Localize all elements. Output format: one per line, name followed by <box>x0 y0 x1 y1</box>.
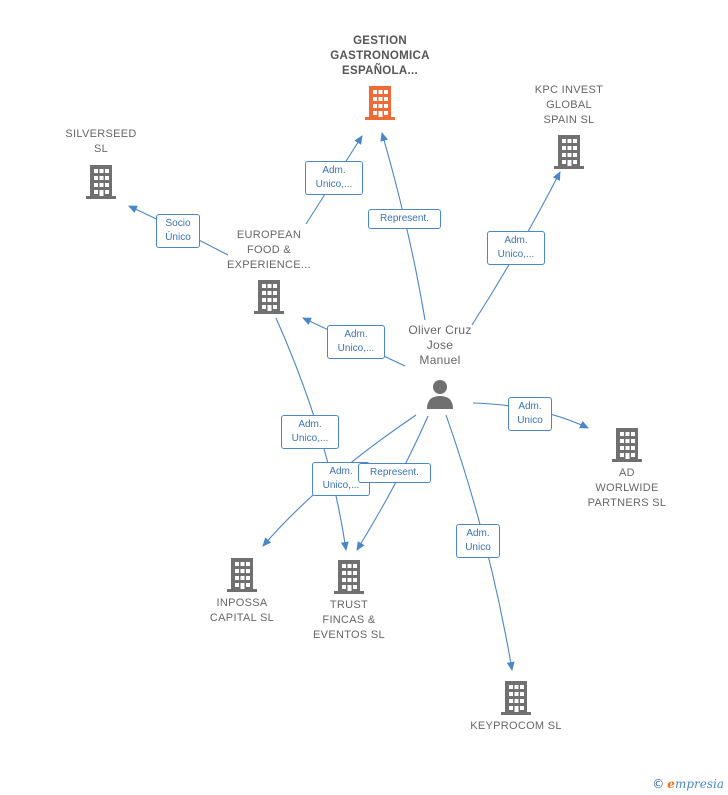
building-icon <box>365 86 395 120</box>
copyright-symbol: © <box>652 777 665 791</box>
building-icon <box>612 428 642 462</box>
node-label: EUROPEAN FOOD & EXPERIENCE... <box>227 229 311 271</box>
brand-footer[interactable]: ©empresia <box>652 777 724 791</box>
edge-label-person-gestion[interactable]: Represent. <box>368 209 441 229</box>
node-label: KEYPROCOM SL <box>470 720 562 732</box>
node-label: Oliver Cruz Jose Manuel <box>408 323 472 367</box>
node-label: TRUST FINCAS & EVENTOS SL <box>313 599 385 641</box>
brand-logo-initial: e <box>667 777 675 791</box>
building-icon <box>86 165 116 199</box>
edge-label-person-kpc[interactable]: Adm. Unico,... <box>487 231 545 265</box>
building-icon <box>334 560 364 594</box>
building-icon <box>501 681 531 715</box>
edge-label-european-silverseed[interactable]: Socio Único <box>156 214 200 248</box>
node-label: AD WORLWIDE PARTNERS SL <box>587 467 667 509</box>
edge-label-person-european[interactable]: Adm. Unico,... <box>327 325 385 359</box>
brand-logo-text: mpresia <box>674 777 724 791</box>
edge-label-person-keyprocom[interactable]: Adm. Unico <box>456 524 500 558</box>
building-icon <box>554 135 584 169</box>
edge-label-european-trust[interactable]: Adm. Unico,... <box>281 415 339 449</box>
building-icon <box>227 558 257 592</box>
node-label: INPOSSA CAPITAL SL <box>209 597 275 624</box>
node-label: KPC INVEST GLOBAL SPAIN SL <box>534 84 604 126</box>
node-label: GESTION GASTRONOMICA ESPAÑOLA... <box>330 35 430 77</box>
node-label: SILVERSEED SL <box>65 128 137 155</box>
building-icon <box>254 280 284 314</box>
edge-label-person-ad[interactable]: Adm. Unico <box>508 397 552 431</box>
edge-label-european-gestion[interactable]: Adm. Unico,... <box>305 161 363 195</box>
edge-label-person-trust[interactable]: Represent. <box>358 463 431 483</box>
person-icon <box>427 380 453 409</box>
